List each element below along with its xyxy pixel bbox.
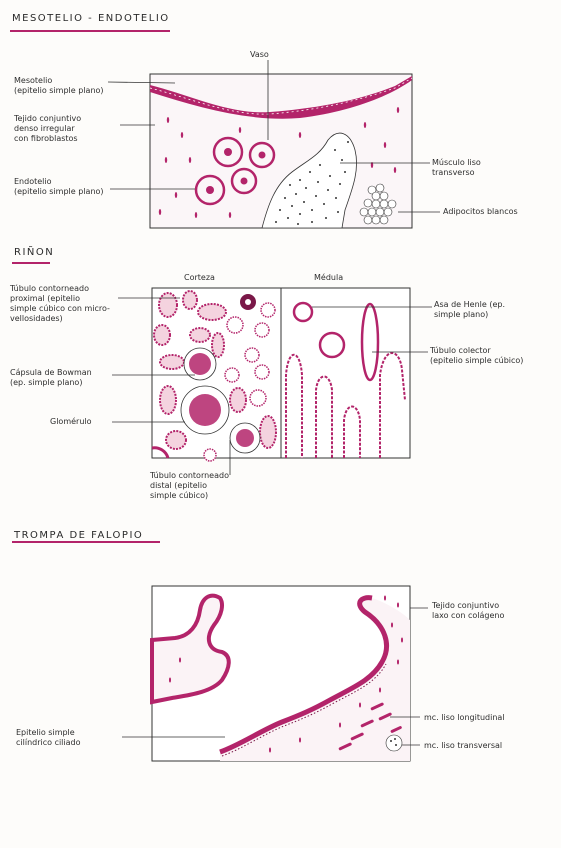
- label-adipocitos: Adipocitos blancos: [443, 207, 518, 216]
- label-asa-henle: Asa de Henle (ep. simple plano): [434, 300, 505, 319]
- label-tubulo-proximal: Túbulo contorneado proximal (epitelio si…: [10, 284, 110, 323]
- label-tubulo-colector: Túbulo colector (epitelio simple cúbico): [430, 346, 524, 365]
- label-glomerulo: Glomérulo: [50, 417, 92, 426]
- section-title-rinon: RIÑON: [14, 247, 55, 258]
- label-capsula-bowman: Cápsula de Bowman (ep. simple plano): [10, 368, 92, 387]
- label-mesotelio: Mesotelio (epitelio simple plano): [14, 76, 104, 95]
- label-tejido-conjuntivo: Tejido conjuntivo denso irregular con fi…: [14, 114, 82, 143]
- label-medula: Médula: [314, 273, 344, 282]
- label-tejido-laxo: Tejido conjuntivo laxo con colágeno: [432, 601, 505, 620]
- label-epitelio-ciliado: Epitelio simple cilíndrico ciliado: [16, 728, 81, 747]
- label-corteza: Corteza: [184, 273, 215, 282]
- title-underline: [10, 30, 170, 32]
- label-musculo-liso: Músculo liso transverso: [432, 158, 481, 177]
- label-tubulo-distal: Túbulo contorneado distal (epitelio simp…: [150, 471, 229, 500]
- label-musculo-longitudinal: mc. liso longitudinal: [424, 713, 505, 722]
- title-underline: [12, 541, 160, 543]
- section-title-mesotelio: MESOTELIO - ENDOTELIO: [12, 13, 170, 24]
- title-underline: [12, 262, 50, 264]
- label-endotelio: Endotelio (epitelio simple plano): [14, 177, 104, 196]
- label-musculo-transversal: mc. liso transversal: [424, 741, 503, 750]
- section-title-trompa: TROMPA DE FALOPIO: [14, 530, 144, 541]
- label-vaso: Vaso: [250, 50, 269, 59]
